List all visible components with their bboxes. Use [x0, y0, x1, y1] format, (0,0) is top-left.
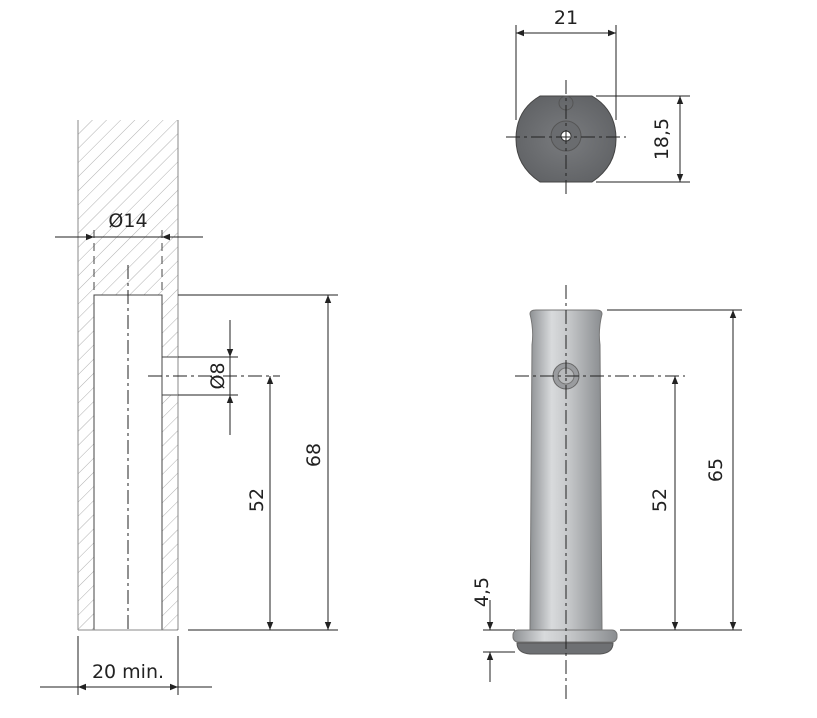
dim-hole-diameter: Ø8	[207, 362, 229, 389]
dim-hole-height-left: 52	[246, 488, 268, 512]
dim-min-wall: 20 min.	[92, 661, 164, 683]
dim-hole-height-right: 52	[649, 488, 671, 512]
dim-pin-length: 65	[705, 458, 727, 482]
dim-bore-diameter: Ø14	[108, 210, 147, 232]
pin-flange	[512, 629, 618, 643]
pin-side-view: 52 65 4,5	[471, 285, 742, 700]
dim-bore-depth: 68	[303, 443, 325, 467]
dim-head-width: 21	[554, 7, 578, 29]
pin-head-top-view: 21 18,5	[506, 7, 690, 195]
dim-flange-thickness: 4,5	[471, 577, 493, 607]
dim-head-height: 18,5	[651, 118, 673, 160]
wall-section-view: Ø14 Ø8 52 68 20 min.	[40, 120, 338, 695]
